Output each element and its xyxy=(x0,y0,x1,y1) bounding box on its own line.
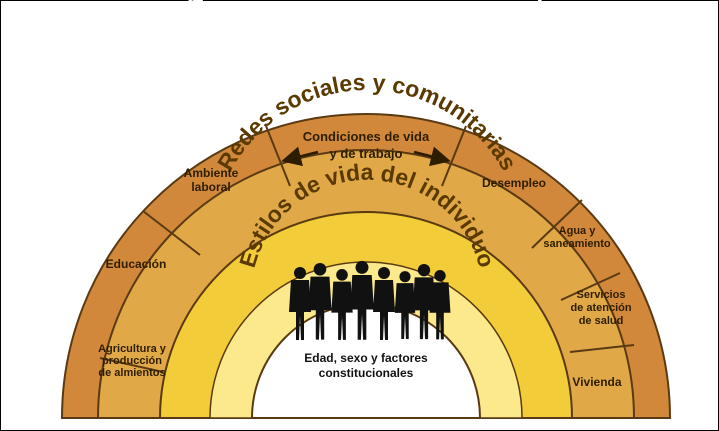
segment-right-vivienda: Vivienda xyxy=(572,375,621,389)
segment-label-line: de atención xyxy=(570,302,631,314)
arrow-left-icon xyxy=(281,146,319,167)
center-label-line2: constitucionales xyxy=(319,366,414,380)
person-silhouette xyxy=(331,269,353,340)
top-label-line1: Condiciones de vida xyxy=(303,129,430,144)
person-silhouette xyxy=(308,262,332,340)
segment-label-line: Vivienda xyxy=(572,375,621,389)
segment-divider xyxy=(99,357,164,373)
segment-label-line: de salud xyxy=(579,315,624,327)
segment-label-line: laboral xyxy=(191,180,230,194)
segment-label-line: Educación xyxy=(106,257,167,271)
segment-divider xyxy=(531,199,583,249)
segment-label-line: Ambiente xyxy=(184,166,239,180)
segment-left-educacion: Educación xyxy=(106,257,167,271)
person-silhouette xyxy=(394,271,416,339)
segment-left-agricultura: Agricultura y producción de almientos xyxy=(98,343,167,379)
segment-divider xyxy=(441,125,467,187)
segment-label-line: de almientos xyxy=(98,367,165,379)
segment-label-line: Agua y xyxy=(559,225,597,237)
segment-divider xyxy=(142,210,201,256)
segment-left-ambiente: Ambiente laboral xyxy=(184,166,239,194)
segment-right-desempleo: Desempleo xyxy=(482,176,546,190)
center-label-line1: Edad, sexo y factores xyxy=(304,351,428,365)
top-label-line2: y de trabajo xyxy=(330,146,403,161)
segment-right-servicios: Servicios de atención de salud xyxy=(570,289,631,327)
people-group-icon xyxy=(289,260,451,340)
person-silhouette xyxy=(350,260,374,340)
person-silhouette xyxy=(412,263,436,340)
person-silhouette xyxy=(429,270,451,340)
segment-right-agua: Agua y saneamiento xyxy=(543,225,611,250)
person-silhouette xyxy=(289,267,311,340)
segment-label-line: saneamiento xyxy=(543,238,611,250)
segment-label-line: Agricultura y xyxy=(98,343,167,355)
arrow-right-icon xyxy=(413,146,451,167)
segment-dividers xyxy=(99,125,635,373)
segment-divider xyxy=(265,125,291,187)
person-silhouette xyxy=(373,267,395,340)
segment-divider xyxy=(560,272,621,301)
segment-label-line: Servicios xyxy=(577,289,626,301)
segment-label-line: Desempleo xyxy=(482,176,546,190)
segment-label-line: producción xyxy=(102,355,162,367)
segment-divider xyxy=(569,344,635,353)
